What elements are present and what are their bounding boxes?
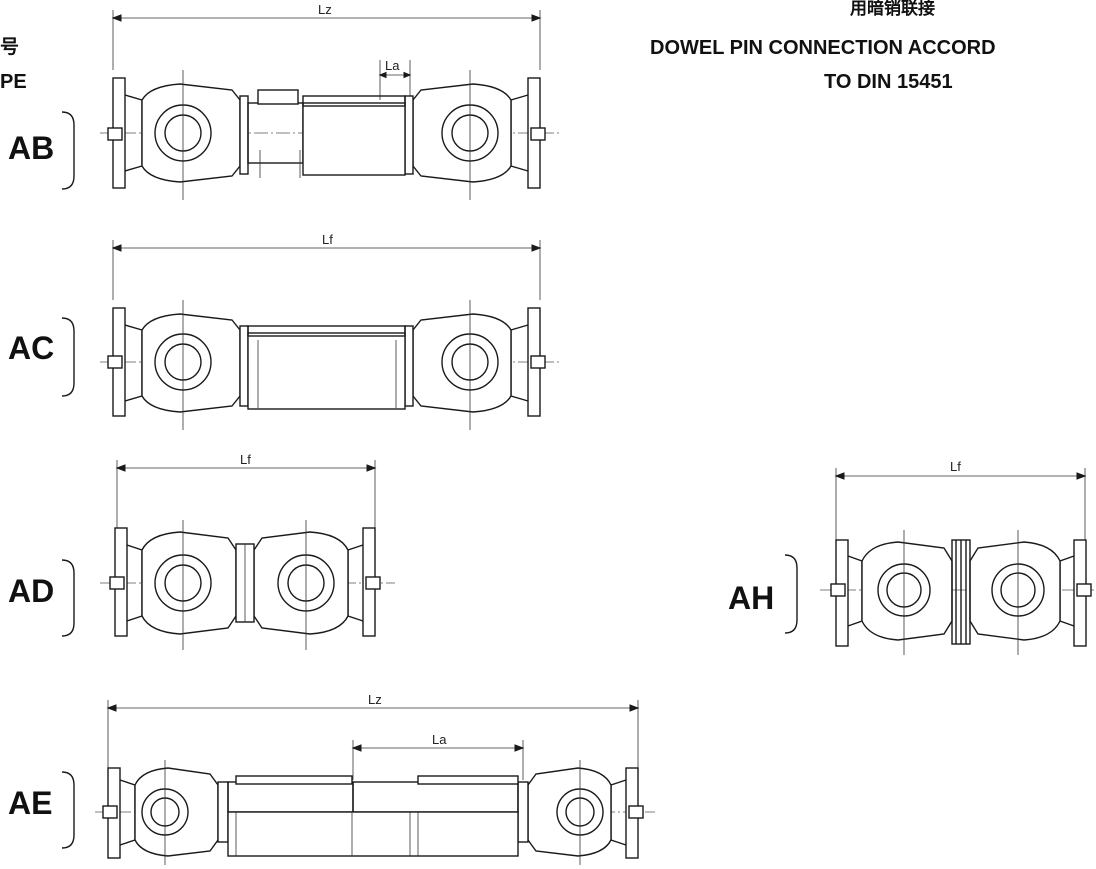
type-label-ab: AB — [8, 130, 55, 166]
dim-label-la-ab: La — [385, 58, 400, 73]
type-label-ah: AH — [728, 580, 775, 616]
dim-label-lz-ab: Lz — [318, 2, 332, 17]
dim-label-lf-ac: Lf — [322, 232, 333, 247]
type-label-ae: AE — [8, 785, 53, 821]
header-chinese: 用暗销联接 — [850, 0, 935, 18]
label-brackets — [61, 111, 798, 849]
shaft-ae: Lz La — [95, 692, 655, 865]
left-header-char: 号 — [0, 37, 20, 58]
dim-label-lf-ad: Lf — [240, 452, 251, 467]
left-header-fragment: PE — [0, 71, 27, 93]
shaft-ad: Lf — [100, 452, 395, 650]
dim-label-lz-ae: Lz — [368, 692, 382, 707]
shaft-ab: Lz La — [100, 2, 560, 200]
shaft-ac: Lf — [100, 232, 560, 430]
header-line2: TO DIN 15451 — [824, 71, 953, 93]
dim-label-la-ae: La — [432, 732, 447, 747]
header-line1: DOWEL PIN CONNECTION ACCORD — [650, 37, 996, 59]
type-label-ac: AC — [8, 330, 55, 366]
shaft-ah: Lf — [820, 459, 1094, 655]
type-label-ad: AD — [8, 573, 55, 609]
dim-label-lf-ah: Lf — [950, 459, 961, 474]
